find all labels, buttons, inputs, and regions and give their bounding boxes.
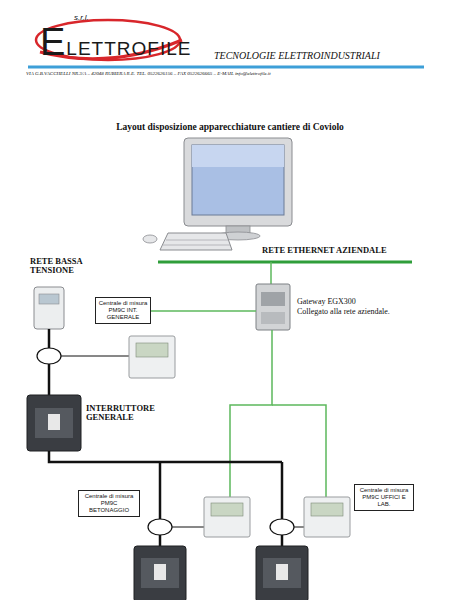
monitor-frame: [184, 138, 292, 226]
modbus-wire: [272, 405, 326, 497]
current-transformer: [270, 519, 294, 535]
pm9c-display: [136, 343, 168, 357]
company-tagline: TECNOLOGIE ELETTROINDUSTRIALI: [214, 50, 380, 61]
device-label: Collegato alla rete aziendale.: [297, 308, 390, 317]
logo-suffix: s.r.l.: [74, 14, 89, 23]
monitor-screen: [192, 145, 284, 167]
breaker-toggle: [48, 414, 60, 430]
pm9c-device: [204, 497, 250, 537]
ct-wire: [172, 527, 204, 528]
pm9c-device: [129, 336, 175, 378]
ethernet-line: [158, 261, 412, 264]
current-transformer: [37, 348, 61, 364]
modbus-wire: [150, 310, 256, 312]
ct-wire: [294, 527, 304, 528]
gateway-device: [256, 284, 290, 330]
meter-callout-box: Centrale di misura PM9C INT. GENERALE: [95, 297, 151, 324]
pm9c-display: [211, 503, 243, 516]
mouse: [143, 235, 157, 243]
callout-text: Centrale di misura PM9C UFFICI E LAB.: [357, 487, 411, 508]
power-bus: [49, 451, 282, 462]
meter-callout-box: Centrale di misura PM9C UFFICI E LAB.: [354, 484, 414, 511]
keyboard-keys: [166, 240, 228, 241]
gateway-face: [261, 312, 285, 324]
circuit-breaker: [27, 395, 81, 451]
breaker-label: INTERRUTTORE GENERALE: [86, 404, 166, 423]
pm9c-device: [304, 497, 350, 537]
monitor-screen: [192, 145, 284, 215]
callout-text: Centrale di misura PM9C BETONAGGIO: [81, 493, 137, 514]
circuit-breaker: [134, 546, 186, 600]
energy-meter: [34, 287, 64, 329]
modbus-wire: [230, 330, 272, 497]
ct-wire: [61, 356, 129, 357]
gateway-face: [261, 292, 285, 306]
breaker-toggle: [154, 564, 166, 580]
diagram-title: Layout disposizione apparecchiature cant…: [90, 122, 370, 132]
breaker-front: [141, 558, 179, 588]
network-label: RETE ETHERNET AZIENDALE: [262, 246, 387, 255]
keyboard: [160, 233, 232, 250]
callout-text: Centrale di misura PM9C INT. GENERALE: [98, 300, 148, 321]
company-logo: ELETTROFILE: [40, 22, 191, 64]
circuit-breaker: [256, 546, 308, 600]
network-label: RETE BASSA TENSIONE: [30, 257, 88, 276]
current-transformer: [148, 519, 172, 535]
meter-display: [39, 294, 59, 304]
ethernet-drop: [270, 262, 272, 284]
header-rule: [28, 66, 424, 69]
breaker-toggle: [276, 564, 288, 580]
company-address: VIA G.B.VACCHELLI NR.3/A – 42048 RUBIERA…: [26, 71, 271, 77]
breaker-front: [35, 408, 73, 438]
pm9c-display: [311, 503, 343, 516]
meter-callout-box: Centrale di misura PM9C BETONAGGIO: [78, 490, 140, 517]
keyboard-keys: [163, 245, 230, 246]
device-label: Gateway EGX300: [297, 298, 356, 307]
breaker-front: [263, 558, 301, 588]
